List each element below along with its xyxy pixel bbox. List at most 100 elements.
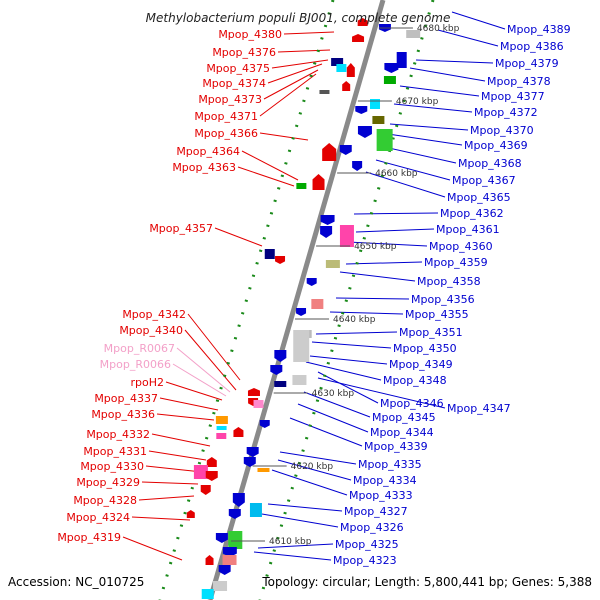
leader-line-left [259,73,317,117]
leader-line-left [172,363,227,397]
gene-feature [216,433,227,439]
gene-label-right[interactable]: Mpop_4365 [447,191,511,204]
gene-label-left[interactable]: Mpop_4329 [76,476,140,489]
accession-text: Accession: NC_010725 [8,575,144,589]
leader-line-right [277,459,352,481]
leader-line-left [165,381,223,401]
gene-label-right[interactable]: Mpop_4360 [429,240,493,253]
gene-label-right[interactable]: Mpop_4325 [335,538,399,551]
gene-label-left[interactable]: Mpop_4342 [122,308,186,321]
gene-label-left[interactable]: Mpop_4330 [80,460,144,473]
gene-label-right[interactable]: Mpop_4358 [417,275,481,288]
gene-label-right[interactable]: Mpop_4327 [344,505,408,518]
gene-label-right[interactable]: Mpop_4323 [333,554,397,567]
leader-line-right [297,403,369,433]
gene-label-right[interactable]: Mpop_4359 [424,256,488,269]
gene-feature [186,510,195,518]
gene-label-right[interactable]: Mpop_4377 [481,90,545,103]
gene-label-left[interactable]: Mpop_4366 [194,127,258,140]
leader-line-right [289,417,363,447]
gene-label-left[interactable]: Mpop_4364 [176,145,240,158]
gene-feature [257,468,270,472]
leader-line-left [214,227,263,247]
gene-label-right[interactable]: Mpop_4351 [399,326,463,339]
gene-label-left[interactable]: Mpop_4319 [57,531,121,544]
gene-label-left[interactable]: Mpop_4328 [73,494,137,507]
gene-label-right[interactable]: Mpop_4369 [464,139,528,152]
gene-label-right[interactable]: Mpop_4370 [470,124,534,137]
leader-line-right [387,133,463,146]
leader-line-right [365,171,446,198]
gene-label-right[interactable]: Mpop_4356 [411,293,475,306]
gene-label-left[interactable]: Mpop_R0067 [104,342,175,355]
tick-label: 4680 kbp [417,24,460,34]
gene-label-right[interactable]: Mpop_4379 [495,57,559,70]
gene-feature [320,215,335,225]
gene-label-left[interactable]: Mpop_4324 [66,511,130,524]
gene-label-right[interactable]: Mpop_4361 [436,223,500,236]
gene-label-right[interactable]: Mpop_4349 [389,358,453,371]
gene-label-right[interactable]: Mpop_4350 [393,342,457,355]
gene-feature [357,18,368,26]
leader-line-left [263,69,319,100]
gene-label-left[interactable]: Mpop_4357 [149,222,213,235]
gene-label-right[interactable]: Mpop_4326 [340,521,404,534]
gene-label-left[interactable]: Mpop_4337 [94,392,158,405]
leader-line-right [347,241,428,247]
tick-label: 4660 kbp [375,169,418,179]
gene-label-right[interactable]: Mpop_4386 [500,40,564,53]
gene-label-right[interactable]: Mpop_4334 [353,474,417,487]
leader-line-right [315,331,398,335]
gene-label-right[interactable]: Mpop_4378 [487,75,551,88]
gene-label-right[interactable]: Mpop_4372 [474,106,538,119]
leader-line-left [277,49,331,53]
leader-line-right [345,261,423,265]
gene-label-right[interactable]: Mpop_4362 [440,207,504,220]
gene-label-left[interactable]: Mpop_4376 [212,46,276,59]
gene-feature [406,30,421,38]
gene-label-left[interactable]: Mpop_4375 [206,62,270,75]
gene-feature [253,400,264,408]
gene-feature [215,533,228,543]
leader-line-right [329,311,404,315]
gene-labels-layer[interactable]: Mpop_4380Mpop_4376Mpop_4375Mpop_4374Mpop… [57,23,570,567]
gene-label-left[interactable]: Mpop_4363 [172,161,236,174]
gene-label-right[interactable]: Mpop_4367 [452,174,516,187]
tick-label: 4630 kbp [312,389,355,399]
gene-feature [274,350,287,362]
gene-label-left[interactable]: Mpop_4340 [119,324,183,337]
gene-label-left[interactable]: Mpop_4371 [194,110,258,123]
gene-label-right[interactable]: Mpop_4389 [507,23,571,36]
gene-label-right[interactable]: Mpop_4348 [383,374,447,387]
gene-label-right[interactable]: Mpop_4335 [358,458,422,471]
gene-label-left[interactable]: Mpop_4332 [86,428,150,441]
gene-label-right[interactable]: Mpop_4344 [370,426,434,439]
gene-feature [372,116,385,124]
gene-label-right[interactable]: Mpop_4345 [372,411,436,424]
gene-label-right[interactable]: Mpop_4339 [364,440,428,453]
gene-feature [222,547,237,557]
gene-label-left[interactable]: Mpop_4374 [202,77,266,90]
gene-label-right[interactable]: Mpop_4347 [447,402,511,415]
gene-feature [346,63,355,77]
leader-line-left [122,536,183,561]
gene-label-right[interactable]: Mpop_4333 [349,489,413,502]
gene-label-left[interactable]: Mpop_4373 [198,93,262,106]
tick-label: 4620 kbp [291,462,334,472]
gene-feature [292,375,307,385]
gene-feature [213,581,228,591]
gene-feature [215,416,228,424]
gene-label-left[interactable]: Mpop_4380 [218,28,282,41]
leader-line-right [271,469,348,496]
gene-label-left[interactable]: Mpop_4336 [91,408,155,421]
gene-label-left[interactable]: Mpop_4331 [83,445,147,458]
gene-label-left[interactable]: rpoH2 [130,376,164,389]
gene-feature [274,381,287,387]
gene-feature [355,106,368,114]
gene-label-right[interactable]: Mpop_4368 [458,157,522,170]
gene-label-right[interactable]: Mpop_4355 [405,308,469,321]
gene-label-right[interactable]: Mpop_4346 [380,397,444,410]
gene-label-left[interactable]: Mpop_R0066 [100,358,171,371]
leader-line-left [283,31,335,35]
leader-line-left [156,413,215,421]
